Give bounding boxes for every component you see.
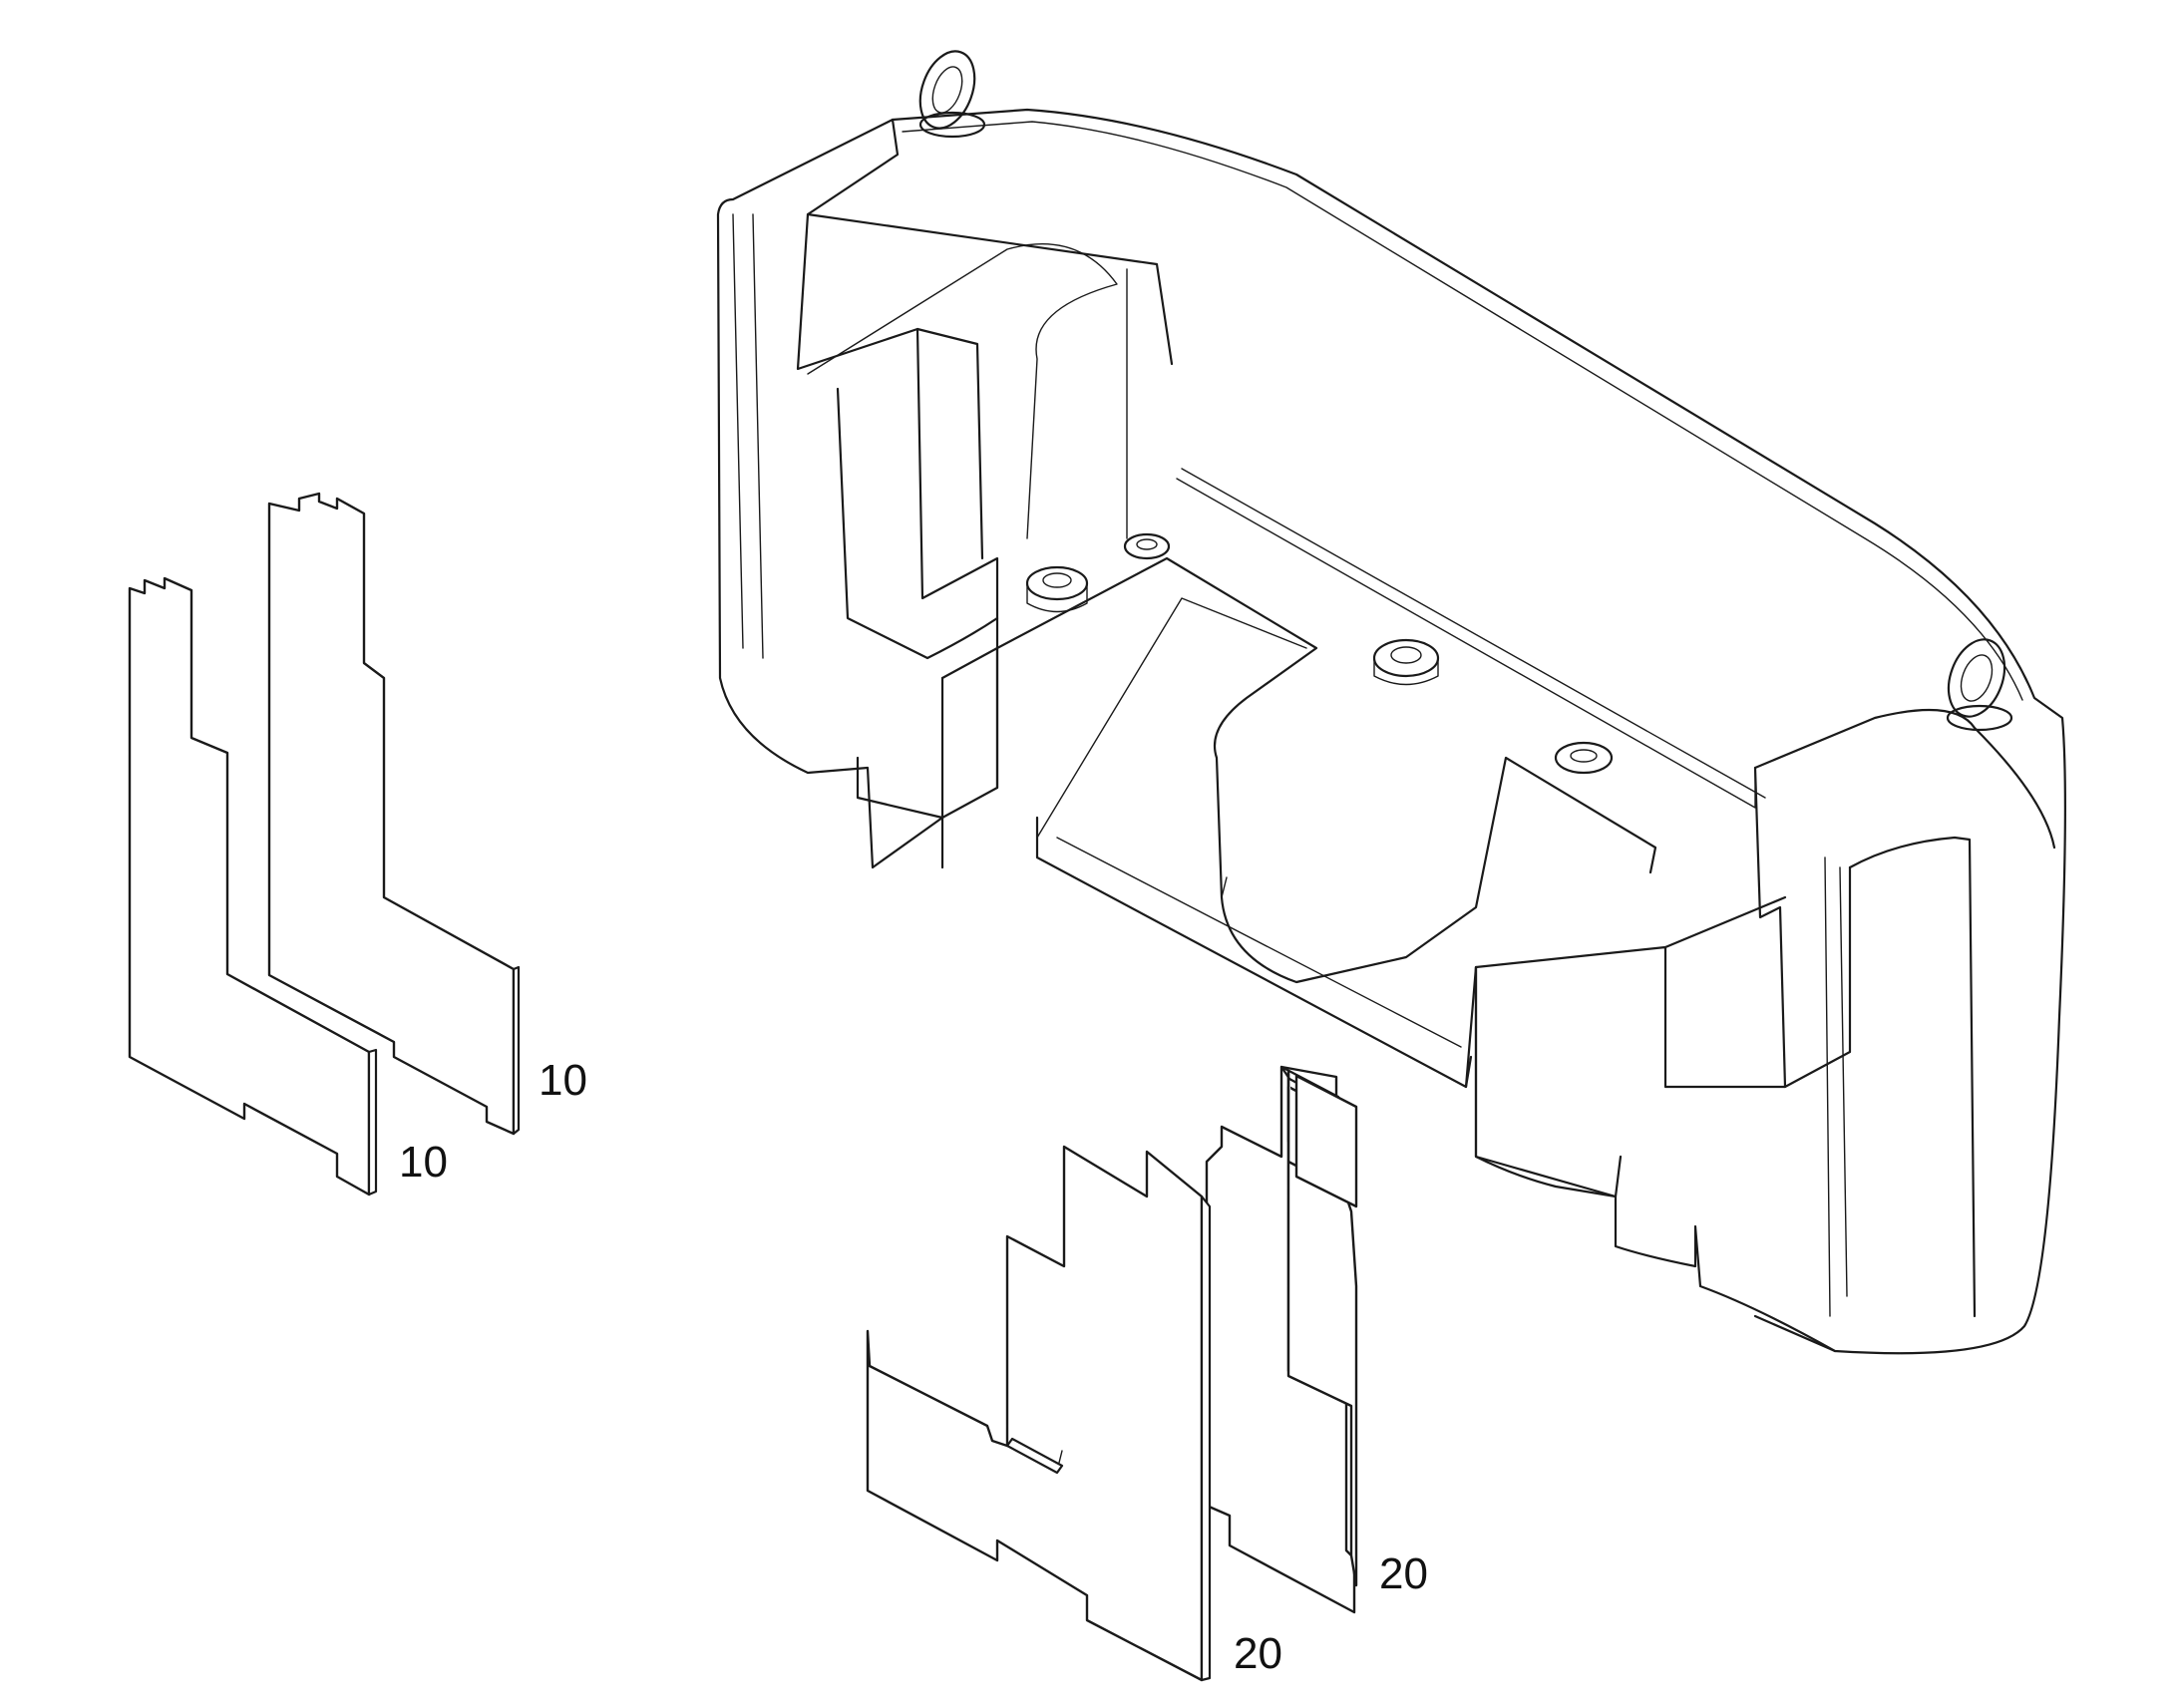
- plate-20-middle: [1286, 1070, 1358, 1587]
- mounting-boss-1: [1025, 565, 1089, 613]
- plate-20-front: [866, 1145, 1212, 1682]
- plate-10-back: [267, 492, 521, 1136]
- mounting-boss-4: [1554, 741, 1614, 775]
- lifting-eye-left: [918, 50, 986, 139]
- callout-label-20-back: 20: [1379, 1549, 1428, 1598]
- callout-label-20-front: 20: [1234, 1629, 1282, 1678]
- mounting-boss-2: [1123, 532, 1171, 560]
- callout-label-10-back: 10: [539, 1056, 587, 1105]
- ballast-weight-body: [716, 50, 2066, 1355]
- callout-label-10-front: 10: [399, 1138, 448, 1187]
- lifting-eye-right: [1946, 638, 2013, 732]
- mounting-boss-3: [1372, 638, 1440, 686]
- plate-10-front: [128, 576, 378, 1196]
